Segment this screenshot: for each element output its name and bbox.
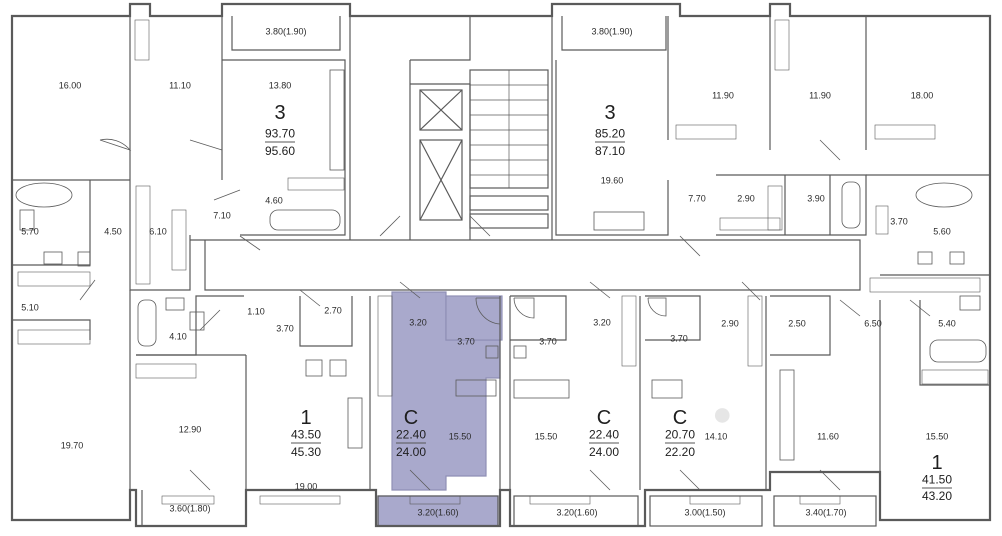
room-area-label: 3.90 (807, 193, 825, 204)
room-area-label: 6.10 (149, 226, 167, 237)
room-area-label: 2.90 (737, 193, 755, 204)
room-area-label: 3.00(1.50) (684, 507, 726, 518)
room-area-label: 19.70 (60, 440, 84, 451)
room-area-label: 3.70 (890, 216, 908, 227)
apartment-total-area: 45.30 (290, 445, 322, 459)
apartment-room-count: С (403, 407, 419, 429)
room-area-label: 5.60 (933, 226, 951, 237)
room-area-label: 7.70 (688, 193, 706, 204)
room-area-label: 15.50 (534, 431, 558, 442)
apartment-living-area: 43.50 (290, 427, 322, 444)
room-area-label: 18.00 (910, 90, 934, 101)
room-area-label: 2.50 (788, 318, 806, 329)
room-area-label: 3.70 (276, 323, 294, 334)
room-area-label: 12.90 (178, 424, 202, 435)
room-area-label: 19.60 (600, 175, 624, 186)
apartment-living-area: 20.70 (664, 427, 696, 444)
room-area-label: 11.90 (809, 90, 831, 101)
room-area-label: 3.20(1.60) (556, 507, 598, 518)
room-area-label: 7.10 (213, 210, 231, 221)
room-area-label: 3.20 (593, 317, 611, 328)
apartment-total-area: 22.20 (664, 445, 696, 459)
highlighted-bath-fill (445, 295, 503, 341)
room-area-label: 19.00 (294, 481, 318, 492)
apartment-room-count: 3 (604, 102, 616, 124)
room-area-label: 5.40 (938, 318, 956, 329)
room-area-label: 11.10 (169, 80, 191, 91)
apartment-room-count: С (672, 407, 688, 429)
room-area-label: 2.90 (721, 318, 739, 329)
apartment-living-area: 85.20 (594, 126, 626, 143)
room-area-label: 11.60 (817, 431, 839, 442)
room-area-label: 6.50 (864, 318, 882, 329)
room-area-label: 4.50 (104, 226, 122, 237)
room-area-label: 16.00 (58, 80, 82, 91)
room-area-label: 14.10 (704, 431, 728, 442)
room-area-label: 5.70 (21, 226, 39, 237)
apartment-living-area: 22.40 (588, 427, 620, 444)
apartment-living-area: 41.50 (921, 472, 953, 489)
apartment-living-area: 93.70 (264, 126, 296, 143)
room-area-label: 3.80(1.90) (591, 26, 633, 37)
room-area-label: 3.60(1.80) (169, 503, 211, 514)
outer-wall (10, 2, 992, 528)
room-area-label: 3.70 (670, 333, 688, 344)
apartment-room-count: 1 (300, 407, 312, 429)
room-area-label: 13.80 (268, 80, 292, 91)
room-area-label: 15.50 (448, 431, 472, 442)
room-area-label: 3.20(1.60) (417, 507, 459, 518)
apartment-total-area: 24.00 (395, 445, 427, 459)
room-area-label: 5.10 (21, 302, 39, 313)
apartment-total-area: 43.20 (921, 489, 953, 503)
apartment-total-area: 87.10 (594, 144, 626, 158)
room-area-label: 3.40(1.70) (805, 507, 847, 518)
room-area-label: 4.60 (265, 195, 283, 206)
room-area-label: 3.20 (409, 317, 427, 328)
room-area-label: 15.50 (925, 431, 949, 442)
apartment-room-count: 1 (931, 452, 943, 474)
apartment-total-area: 24.00 (588, 445, 620, 459)
room-area-label: 3.70 (539, 336, 557, 347)
room-area-label: 1.10 (247, 306, 265, 317)
apartment-living-area: 22.40 (395, 427, 427, 444)
watermark: ● (712, 395, 733, 433)
apartment-total-area: 95.60 (264, 144, 296, 158)
apartment-room-count: С (596, 407, 612, 429)
room-area-label: 4.10 (169, 331, 187, 342)
room-area-label: 2.70 (324, 305, 342, 316)
room-area-label: 3.80(1.90) (265, 26, 307, 37)
apartment-room-count: 3 (274, 102, 286, 124)
room-area-label: 11.90 (712, 90, 734, 101)
room-area-label: 3.70 (457, 336, 475, 347)
